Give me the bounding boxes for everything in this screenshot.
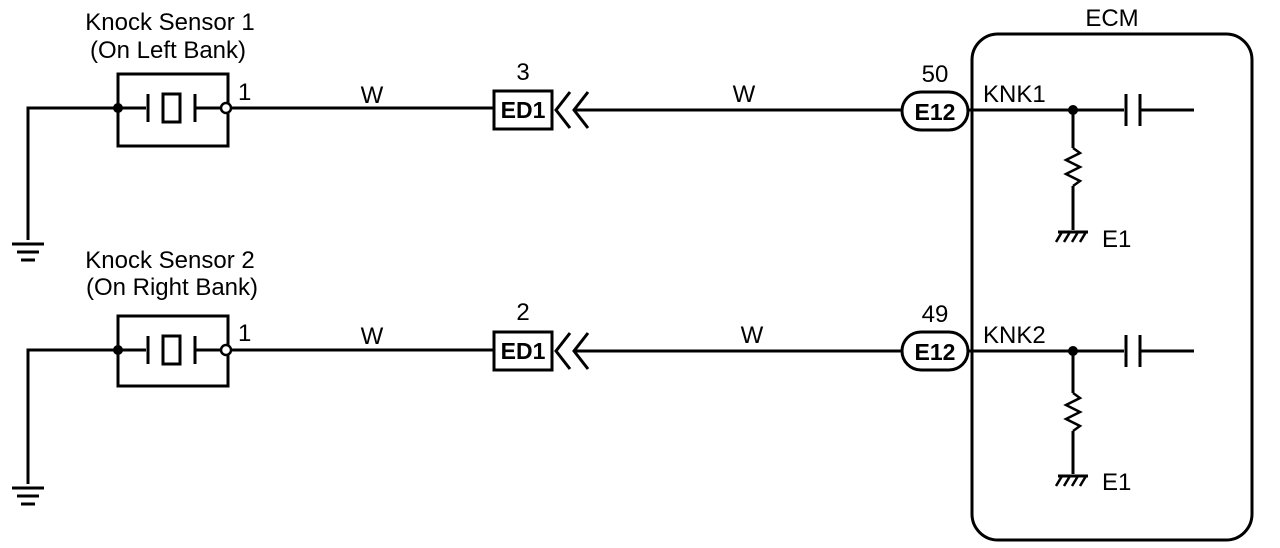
sensor1-ecm-pin: 50 — [922, 61, 949, 88]
circuit-knock-sensor-1: Knock Sensor 1 (On Left Bank) 1 W — [12, 9, 1194, 262]
sensor1-connector: ED1 — [501, 97, 546, 123]
ground-icon — [12, 242, 44, 262]
sensor1-subtitle: (On Left Bank) — [90, 37, 246, 64]
capacitor-icon — [1124, 335, 1194, 367]
sensor2-ground-label: E1 — [1102, 469, 1131, 496]
circuit-knock-sensor-2: Knock Sensor 2 (On Right Bank) 1 W — [12, 247, 1194, 506]
sensor2-signal: KNK2 — [983, 322, 1046, 349]
chassis-ground-icon — [1054, 230, 1088, 243]
sensor2-wire-left-color: W — [361, 323, 384, 350]
sensor1-ground-label: E1 — [1102, 226, 1131, 253]
sensor1-ground-wire — [26, 106, 118, 240]
sensor1-ecm-connector: E12 — [915, 99, 956, 125]
sensor2-ground-wire — [26, 348, 118, 484]
sensor1-connector-pin: 3 — [516, 59, 529, 86]
sensor1-wire-left-color: W — [361, 82, 384, 109]
sensor1-signal: KNK1 — [983, 81, 1046, 108]
sensor2-pin: 1 — [238, 320, 251, 347]
sensor2-ecm-connector: E12 — [915, 339, 956, 365]
sensor2-ecm-pin: 49 — [922, 301, 949, 328]
resistor-icon — [1063, 110, 1083, 230]
sensor1-pin: 1 — [238, 79, 251, 106]
sensor2-connector-pin: 2 — [516, 299, 529, 326]
ecm-box — [970, 32, 1254, 542]
ecm-label: ECM — [1085, 5, 1138, 32]
sensor1-wire-right-color: W — [733, 81, 756, 108]
capacitor-icon — [1124, 94, 1194, 126]
sensor2-title: Knock Sensor 2 — [85, 247, 254, 274]
sensor2-connector: ED1 — [501, 338, 546, 364]
chassis-ground-icon — [1054, 474, 1088, 487]
knock-sensor-1-symbol — [113, 72, 233, 148]
sensor2-wire-right-color: W — [741, 322, 764, 349]
resistor-icon — [1063, 351, 1083, 474]
ground-icon — [12, 486, 44, 506]
sensor2-subtitle: (On Right Bank) — [86, 274, 258, 301]
knock-sensor-2-symbol — [113, 314, 233, 388]
sensor1-title: Knock Sensor 1 — [85, 9, 254, 36]
